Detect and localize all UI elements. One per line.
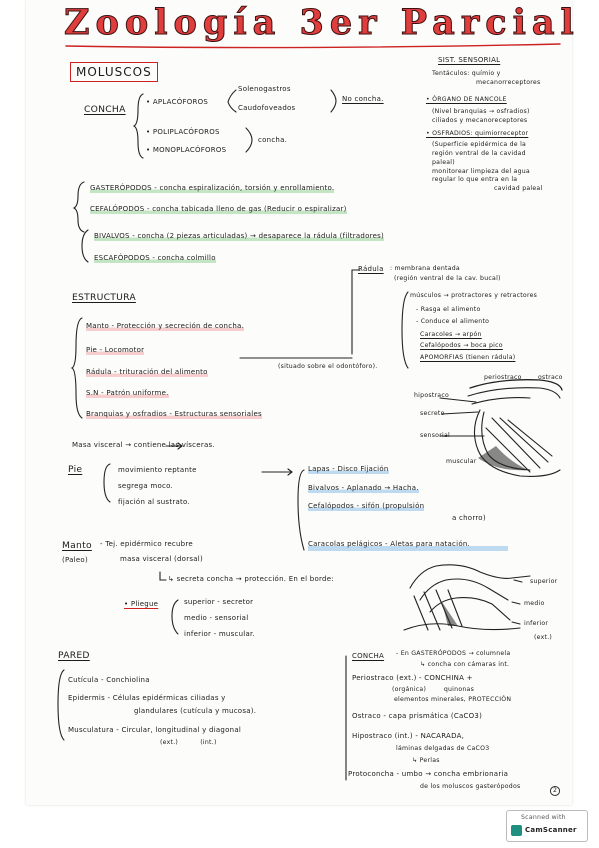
concha-layers-2: ↳ concha con cámaras int. bbox=[420, 661, 510, 668]
pie-type-cefalopodos-2: a chorro) bbox=[452, 514, 486, 522]
class-gasteropodos: GASTERÓPODOS - concha espiralización, to… bbox=[90, 184, 335, 193]
manto-line-2: masa visceral (dorsal) bbox=[120, 555, 203, 563]
concha-layers-3: Periostraco (ext.) - CONCHINA + bbox=[352, 674, 473, 682]
concha-layers-5: elementos minerales, PROTECCIÓN bbox=[394, 696, 512, 703]
manto-line-1: - Tej. epidérmico recubre bbox=[100, 540, 193, 548]
manto-paleo: (Paleo) bbox=[62, 556, 88, 564]
page-number: 2 bbox=[550, 786, 561, 796]
section-header-moluscos: MOLUSCOS bbox=[70, 62, 158, 82]
diagram2-medio: medio bbox=[524, 600, 545, 607]
masa-visceral: Masa visceral → contiene las vísceras. bbox=[72, 441, 215, 449]
radula-line-6: Caracoles → arpón bbox=[420, 331, 482, 338]
concha-layers-8: láminas delgadas de CaCO3 bbox=[396, 745, 490, 752]
no-concha: No concha. bbox=[342, 95, 384, 103]
estructura-sn: S.N - Patrón uniforme. bbox=[86, 389, 169, 398]
pie-type-bivalvos: Bivalvos - Aplanado → Hacha. bbox=[308, 484, 419, 493]
class-bivalvos: BIVALVOS - concha (2 piezas articuladas)… bbox=[94, 232, 385, 241]
pie-type-caracolas: Caracolas pelágicos - Aletas para nataci… bbox=[308, 538, 508, 551]
pliegue-medio: medio - sensorial bbox=[184, 614, 249, 622]
concha-layers-10: Protoconcha - umbo → concha embrionaria bbox=[348, 770, 509, 778]
concha-layers-11: de los moluscos gasterópodos bbox=[420, 783, 521, 790]
concha-note: concha. bbox=[258, 136, 288, 144]
class-cefalopodos: CEFALÓPODOS - concha tabicada lleno de g… bbox=[90, 205, 347, 214]
estructura-label: ESTRUCTURA bbox=[72, 292, 136, 303]
diagram1-ostraco: ostraco bbox=[538, 374, 563, 381]
sensorial-line-12: cavidad paleal bbox=[494, 185, 543, 192]
pared-epidermis-2: glandulares (cutícula y mucosa). bbox=[134, 707, 257, 715]
sensorial-line-5: ciliados y mecanoreceptores bbox=[432, 117, 528, 124]
estructura-manto: Manto - Protección y secreción de concha… bbox=[86, 322, 245, 331]
radula-line-7: Cefalópodos → boca pico bbox=[420, 342, 503, 349]
diagram1-muscular: muscular bbox=[446, 458, 477, 465]
pie-item-3: fijación al sustrato. bbox=[118, 498, 190, 506]
pliegue-superior: superior - secretor bbox=[184, 598, 254, 606]
sensorial-line-10: monitorear limpieza del agua bbox=[432, 168, 530, 175]
sensorial-line-9: paleal) bbox=[432, 159, 455, 166]
pie-item-1: movimiento reptante bbox=[118, 466, 197, 474]
scanner-line-2: CamScanner bbox=[525, 826, 577, 834]
pared-musculatura-2: (ext.) (int.) bbox=[160, 739, 217, 746]
radula-line-3: músculos → protractores y retractores bbox=[410, 292, 538, 299]
manto-label: Manto bbox=[62, 540, 92, 551]
concha-layers-7: Hipostraco (int.) - NACARADA, bbox=[352, 732, 465, 740]
diagram1-sensorial: sensorial bbox=[420, 432, 450, 439]
solenogastros: Solenogastros bbox=[238, 85, 291, 93]
diagram1-periostraco: periostraco bbox=[484, 374, 522, 381]
sensorial-line-4: (Nivel branquias → osfradios) bbox=[432, 108, 530, 115]
estructura-pie: Pie - Locomotor bbox=[86, 346, 145, 355]
radula-line-4: - Rasga el alimento bbox=[416, 306, 481, 313]
diagram1-hipostraco: hipostraco bbox=[414, 392, 450, 399]
camscanner-badge: Scanned with CamScanner bbox=[506, 810, 588, 842]
concha-layers-9: ↳ Perlas bbox=[412, 757, 440, 764]
sensorial-line-8: región ventral de la cavidad bbox=[432, 150, 526, 157]
poliplacoforos: • POLIPLACÓFOROS bbox=[146, 128, 220, 136]
estructura-radula: Rádula - trituración del alimento bbox=[86, 368, 208, 377]
aplacoforos: • APLACÓFOROS bbox=[146, 98, 209, 106]
pie-type-cefalopodos: Cefalópodos - sifón (propulsión bbox=[308, 502, 425, 511]
sensorial-line-7: (Superficie epidérmica de la bbox=[432, 141, 527, 148]
sensorial-line-11: regular lo que entra en la bbox=[432, 176, 518, 183]
radula-line-1: : membrana dentada bbox=[390, 265, 460, 272]
pared-label: PARED bbox=[58, 650, 90, 661]
pliegue-label: • Pliegue bbox=[124, 600, 159, 608]
monoplacoforos: • MONOPLACÓFOROS bbox=[146, 146, 227, 154]
radula-label: Rádula bbox=[358, 265, 384, 273]
diagram2-ext: (ext.) bbox=[534, 634, 553, 641]
concha-layers-label: CONCHA bbox=[352, 652, 385, 660]
diagram1-secreto: secreto bbox=[420, 410, 445, 417]
estructura-branquias: Branquias y osfradios - Estructuras sens… bbox=[86, 410, 262, 419]
caudofoveados: Caudofoveados bbox=[238, 104, 296, 112]
sensorial-line-1: Tentáculos: químio y bbox=[432, 70, 501, 77]
sensorial-line-3: • ÓRGANO DE NANCOLE bbox=[426, 96, 507, 103]
concha-layers-6: Ostraco - capa prismática (CaCO3) bbox=[352, 712, 483, 720]
pared-epidermis: Epidermis - Células epidérmicas ciliadas… bbox=[68, 694, 226, 702]
concha-label: CONCHA bbox=[84, 104, 126, 115]
notebook-page bbox=[26, 0, 572, 805]
pared-cuticula: Cutícula - Conchiolina bbox=[68, 676, 150, 684]
sist-sensorial-title: SIST. SENSORIAL bbox=[438, 56, 501, 64]
scanner-line-1: Scanned with bbox=[521, 814, 566, 821]
estructura-radula-note: (situado sobre el odontóforo). bbox=[278, 363, 378, 370]
pliegue-inferior: inferior - muscular. bbox=[184, 630, 255, 638]
camscanner-logo-icon bbox=[511, 825, 522, 836]
sensorial-line-2: mecanorreceptores bbox=[476, 79, 541, 86]
pie-label: Pie bbox=[68, 464, 83, 475]
radula-line-5: - Conduce el alimento bbox=[416, 318, 490, 325]
pared-musculatura: Musculatura - Circular, longitudinal y d… bbox=[68, 726, 242, 734]
diagram2-inferior: inferior bbox=[524, 620, 549, 627]
radula-line-2: (región ventral de la cav. bucal) bbox=[394, 275, 501, 282]
diagram2-superior: superior bbox=[530, 578, 558, 585]
concha-layers-1: - En GASTERÓPODOS → columnela bbox=[396, 650, 511, 657]
manto-line-3: ↳ secreta concha → protección. En el bor… bbox=[168, 575, 334, 583]
page-title: Zoología 3er Parcial bbox=[64, 2, 580, 44]
sensorial-line-6: • OSFRADIOS: quimiorreceptor bbox=[426, 130, 529, 137]
radula-line-8: APOMORFIAS (tienen rádula) bbox=[420, 354, 516, 361]
class-escafopodos: ESCAFÓPODOS - concha colmillo bbox=[94, 254, 216, 263]
concha-layers-4: (orgánica) quinonas bbox=[392, 686, 475, 693]
pie-type-lapas: Lapas - Disco Fijación bbox=[308, 465, 389, 474]
pie-item-2: segrega moco. bbox=[118, 482, 173, 490]
